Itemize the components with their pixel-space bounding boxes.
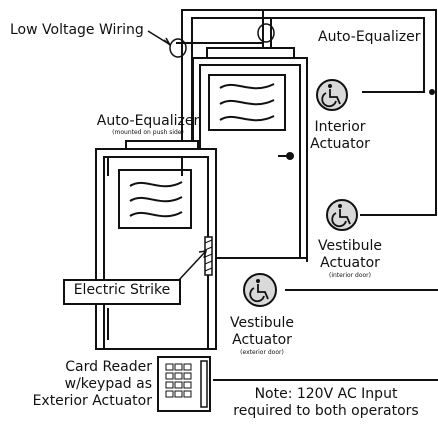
low-voltage-wiring-markers (147, 23, 275, 58)
vestibule-actuator-interior-label-1: Vestibule (317, 238, 383, 254)
vestibule-actuator-interior-note: (interior door) (329, 272, 371, 279)
interior-door-frame (306, 258, 308, 262)
wheelchair-icon (331, 204, 351, 228)
wire-junction-dot (429, 89, 435, 95)
exterior-door-wires (107, 158, 183, 340)
vestibule-actuator-exterior-label-1: Vestibule (229, 315, 295, 331)
wheelchair-icon (321, 84, 341, 108)
card-reader (157, 356, 211, 412)
auto-equalizer-left-label: Auto-Equalizer (96, 113, 200, 129)
low-voltage-wiring-label: Low Voltage Wiring (10, 22, 144, 38)
card-reader-label-3: Exterior Actuator (32, 393, 152, 409)
card-reader-label-2: w/keypad as (64, 376, 152, 392)
auto-equalizer-top-label: Auto-Equalizer (318, 29, 421, 45)
exterior-door (95, 140, 217, 350)
vestibule-actuator-exterior-note: (exterior door) (240, 349, 284, 356)
note-line-2: required to both operators (233, 403, 419, 419)
note-line-1: Note: 120V AC Input (254, 386, 398, 402)
vestibule-actuator-interior-label-2: Actuator (320, 255, 380, 271)
electric-strike-box (63, 279, 181, 305)
card-reader-label-1: Card Reader (65, 359, 152, 375)
auto-equalizer-left-note: (mounted on push side) (112, 129, 184, 136)
electric-strike-pointer (177, 251, 206, 282)
interior-actuator-label-2: Actuator (310, 136, 370, 152)
wheelchair-icon (249, 279, 269, 303)
interior-door-handle (278, 152, 294, 160)
vestibule-actuator-exterior-label-2: Actuator (232, 332, 292, 348)
electric-strike-label: Electric Strike (73, 282, 171, 298)
strike-hatch (204, 239, 213, 272)
interior-actuator-label-1: Interior (314, 119, 366, 135)
